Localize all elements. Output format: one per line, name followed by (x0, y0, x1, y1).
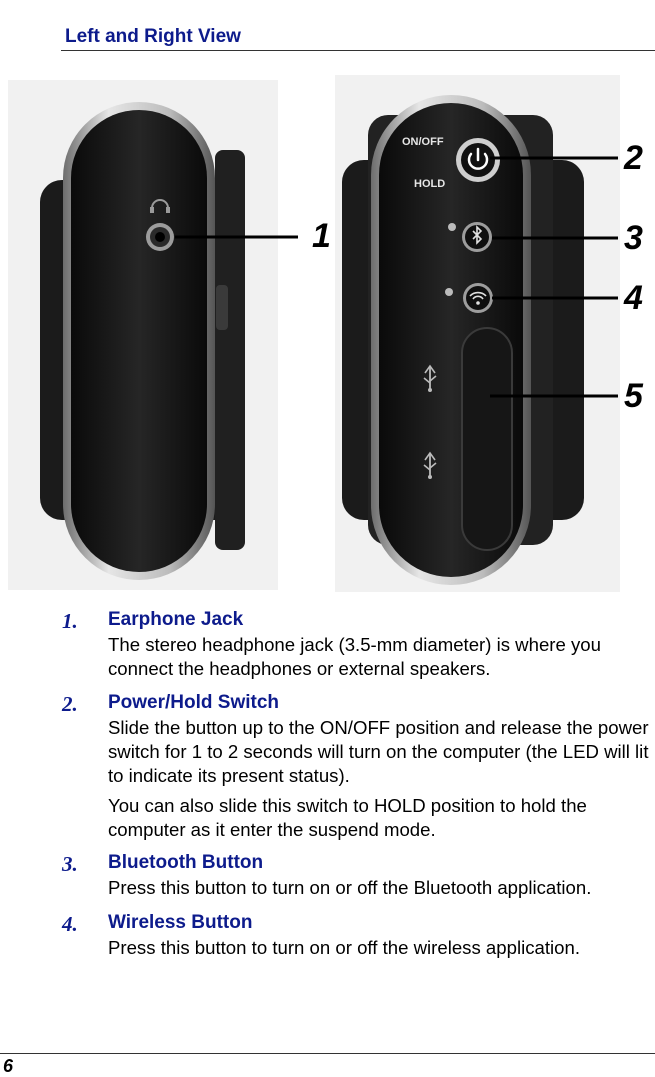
callout-1: 1 (312, 217, 331, 255)
item-description: The stereo headphone jack (3.5-mm diamet… (108, 634, 601, 679)
slot-cover (461, 327, 513, 551)
left-device-view (8, 80, 298, 590)
item-title: Wireless Button (108, 912, 253, 933)
callout-3: 3 (624, 219, 643, 257)
page-header-title: Left and Right View (65, 26, 241, 47)
item-number: 2. (62, 692, 78, 716)
bluetooth-led (448, 223, 456, 231)
item-description: Slide the button up to the ON/OFF positi… (108, 717, 649, 786)
callout-5: 5 (624, 377, 643, 415)
bluetooth-icon (472, 225, 483, 245)
item-title: Bluetooth Button (108, 852, 264, 873)
earphone-jack (146, 223, 174, 251)
callout-4: 4 (624, 279, 643, 317)
header-divider (61, 50, 655, 51)
wireless-led (445, 288, 453, 296)
right-device-view: ON/OFF HOLD (335, 75, 620, 592)
headphone-icon (150, 199, 170, 213)
item-description: You can also slide this switch to HOLD p… (108, 795, 587, 840)
page-number: 6 (3, 1056, 14, 1076)
item-description: Press this button to turn on or off the … (108, 877, 592, 898)
item-description: Press this button to turn on or off the … (108, 937, 580, 958)
callout-2: 2 (624, 139, 643, 177)
power-icon (467, 147, 489, 170)
hold-label: HOLD (414, 178, 445, 190)
item-title: Earphone Jack (108, 609, 244, 630)
usb-icon (423, 451, 437, 479)
wireless-icon (469, 291, 487, 305)
item-number: 1. (62, 609, 78, 633)
item-number: 4. (62, 912, 78, 936)
wireless-button (463, 283, 493, 313)
usb-icon (423, 364, 437, 392)
device-figure: ON/OFF HOLD (8, 75, 620, 592)
footer-divider (0, 1053, 655, 1054)
item-number: 3. (62, 852, 78, 876)
on-off-label: ON/OFF (402, 136, 444, 148)
item-title: Power/Hold Switch (108, 692, 280, 713)
